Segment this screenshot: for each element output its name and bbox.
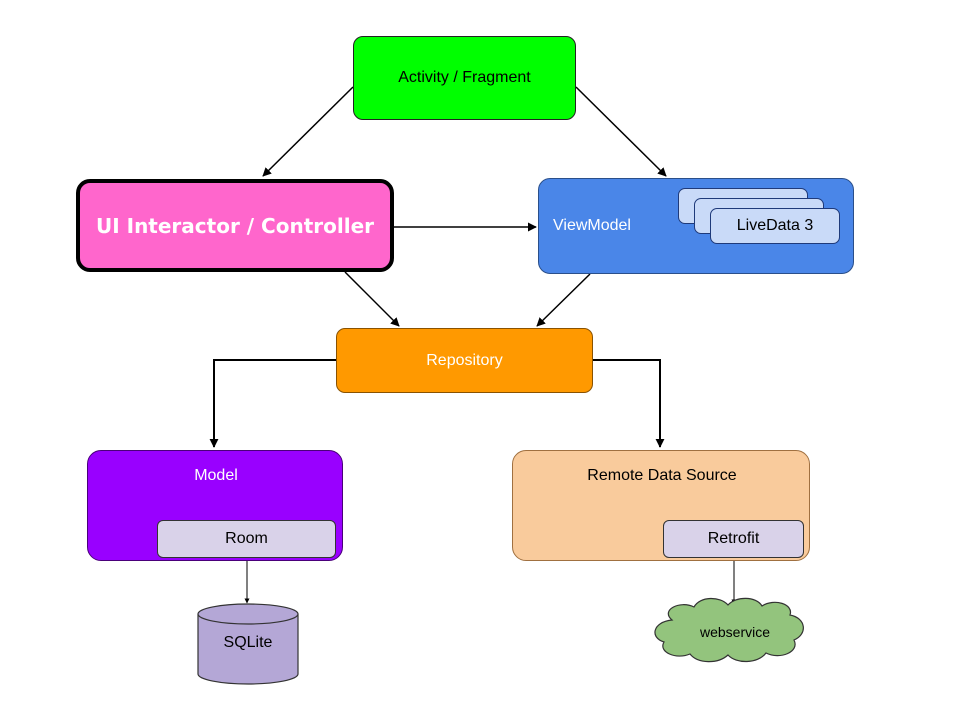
retrofit-label: Retrofit [707,530,760,547]
arrow-activity-to-controller [262,86,354,177]
livedata-label: LiveData 3 [736,217,814,234]
repository-node: Repository [336,328,593,393]
repository-label: Repository [426,351,503,369]
activity-fragment-label: Activity / Fragment [398,69,531,86]
ui-controller-label: UI Interactor / Controller [95,213,375,238]
sqlite-label: SQLite [223,634,273,651]
room-label: Room [225,530,268,547]
livedata-card-front: LiveData 3 [710,208,840,244]
arrow-activity-to-viewmodel [575,86,667,177]
sqlite-database-icon [197,603,299,685]
arrow-viewmodel-to-repository [536,273,591,327]
viewmodel-node: ViewModel LiveData 3 [538,178,854,274]
webservice-cloud-icon [654,597,804,663]
model-label: Model [194,467,238,484]
arrow-repository-to-model [209,359,336,448]
activity-fragment-node: Activity / Fragment [353,36,576,120]
webservice-label: webservice [699,624,771,640]
remote-data-source-label: Remote Data Source [587,467,737,484]
retrofit-node: Retrofit [663,520,804,558]
ui-controller-node: UI Interactor / Controller [76,179,394,272]
room-node: Room [157,520,336,558]
viewmodel-label: ViewModel [553,217,631,234]
arrow-controller-to-repository [344,271,400,327]
arrow-repository-to-remote [593,359,665,448]
